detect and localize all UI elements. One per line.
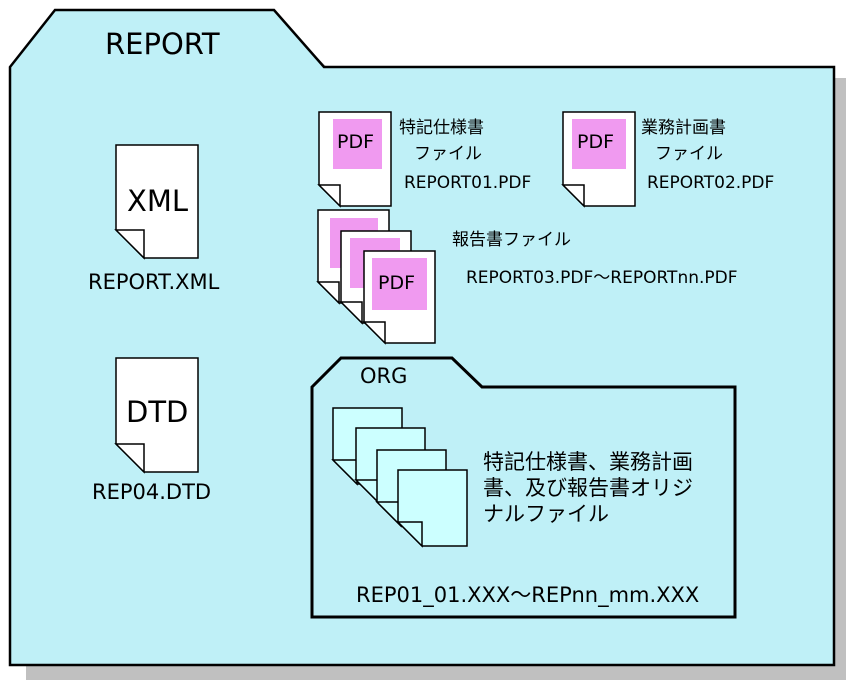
xml-filename: REPORT.XML xyxy=(88,270,220,294)
report-pdf-stack-icon xyxy=(316,209,436,345)
dtd-icon-text: DTD xyxy=(126,395,189,429)
dtd-document-icon xyxy=(114,357,199,474)
pdf-caption-1-line1: 特記仕様書 xyxy=(399,118,484,138)
pdf-document-icon-2 xyxy=(561,111,636,208)
pdf-badge-label-2: PDF xyxy=(577,131,615,153)
pdf-filename-1: REPORT01.PDF xyxy=(404,173,532,193)
pdf-caption-2-line1: 業務計画書 xyxy=(641,118,726,138)
report-files-caption: 報告書ファイル xyxy=(452,230,571,250)
pdf-badge-label-1: PDF xyxy=(337,131,375,153)
org-caption-line3: ナルファイル xyxy=(483,502,609,526)
org-files-filename: REP01_01.XXX～REPnn_mm.XXX xyxy=(356,583,700,607)
pdf-caption-2-line2: ファイル xyxy=(655,144,723,164)
report-stack-badge-label: PDF xyxy=(378,272,416,294)
xml-document-icon xyxy=(114,144,199,260)
pdf-caption-1-line2: ファイル xyxy=(414,144,482,164)
pdf-filename-2: REPORT02.PDF xyxy=(647,173,775,193)
org-caption-line2: 書、及び報告書オリジ xyxy=(483,476,693,500)
xml-icon-text: XML xyxy=(127,184,189,218)
org-caption-line1: 特記仕様書、業務計画 xyxy=(483,450,693,474)
dtd-filename: REP04.DTD xyxy=(92,480,212,504)
org-folder-shape xyxy=(310,356,737,619)
pdf-document-icon-1 xyxy=(317,111,392,208)
org-folder-label: ORG xyxy=(360,364,408,388)
report-files-filename: REPORT03.PDF～REPORTnn.PDF xyxy=(466,268,738,288)
report-folder-label: REPORT xyxy=(105,27,220,61)
original-files-stack-icon xyxy=(331,407,468,548)
